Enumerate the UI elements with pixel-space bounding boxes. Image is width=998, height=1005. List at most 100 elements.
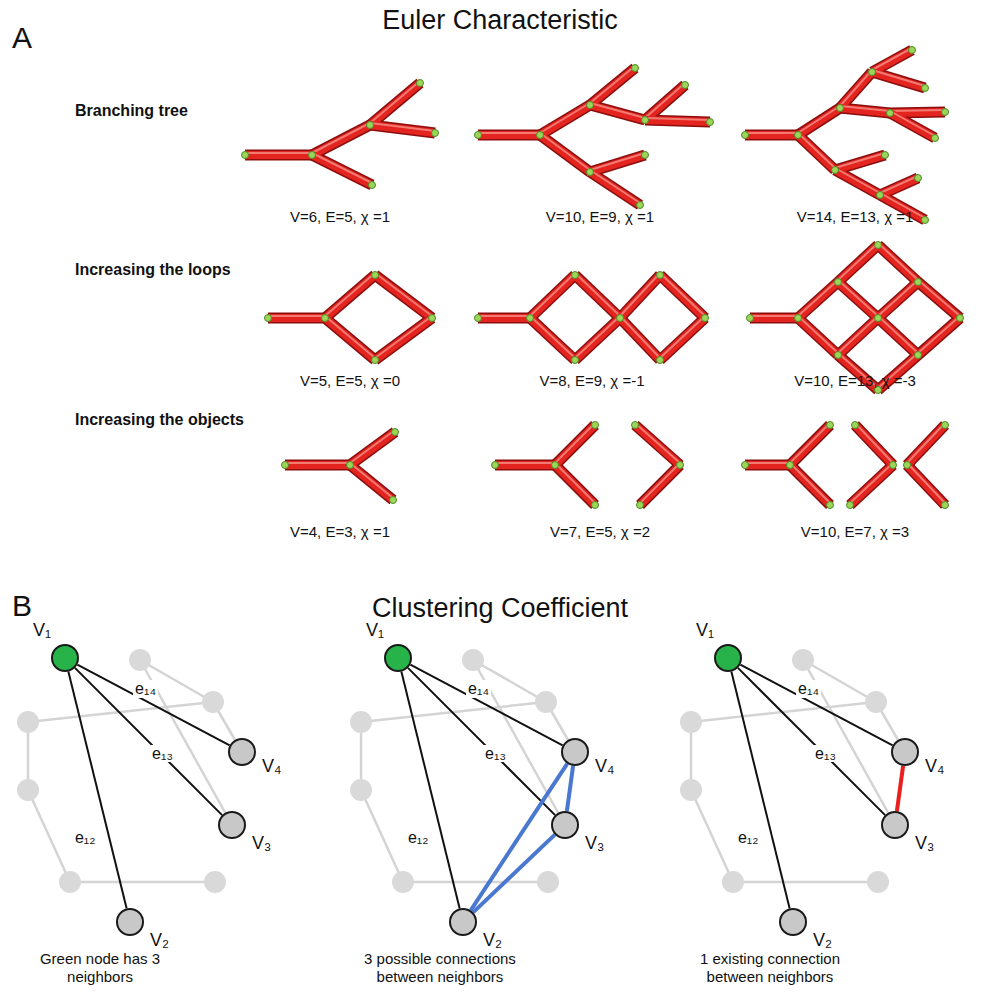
tube-outline bbox=[530, 275, 575, 318]
node-circle bbox=[384, 644, 412, 672]
background-node bbox=[350, 779, 372, 801]
graph-edge bbox=[77, 665, 229, 746]
tube-highlight bbox=[838, 316, 878, 353]
background-node bbox=[722, 871, 744, 893]
vertex-dot bbox=[617, 315, 624, 322]
tube bbox=[555, 425, 595, 465]
tube-outline bbox=[878, 318, 918, 355]
tube bbox=[375, 275, 432, 318]
tube-figure bbox=[742, 47, 949, 224]
tube-outline bbox=[872, 50, 912, 72]
panel-caption: 1 existing connection between neighbors bbox=[670, 950, 870, 986]
tube bbox=[590, 68, 635, 105]
tube-highlight bbox=[878, 243, 918, 280]
tube-highlight bbox=[798, 316, 838, 353]
node-circle bbox=[779, 908, 807, 936]
vertex-dot bbox=[915, 279, 922, 286]
tube-highlight bbox=[590, 153, 645, 170]
tube-outline bbox=[285, 460, 350, 471]
node-disc bbox=[882, 812, 908, 838]
count-caption: V=10, E=13, χ =-3 bbox=[794, 372, 916, 390]
vertex-dot bbox=[657, 357, 664, 364]
tube-outline bbox=[790, 465, 830, 505]
tube-outline bbox=[907, 425, 945, 465]
node-circle bbox=[551, 811, 579, 839]
tube bbox=[878, 245, 918, 282]
tube bbox=[245, 151, 312, 159]
background-node bbox=[204, 871, 226, 893]
row-label: Branching tree bbox=[75, 101, 188, 120]
tube-highlight bbox=[880, 176, 918, 193]
node-label: V₂ bbox=[150, 930, 169, 951]
graph-node: V₁ bbox=[714, 644, 742, 672]
background-node bbox=[59, 871, 81, 893]
tube-highlight bbox=[312, 123, 370, 153]
tube bbox=[660, 275, 705, 318]
panel-caption: Green node has 3 neighbors bbox=[25, 950, 175, 986]
tube-outline bbox=[375, 318, 432, 360]
background-network bbox=[680, 649, 905, 893]
tube-outline bbox=[798, 318, 838, 355]
tube-highlight bbox=[835, 153, 885, 168]
tube-outline bbox=[645, 85, 685, 120]
tube bbox=[890, 112, 945, 113]
vertex-dot bbox=[372, 357, 379, 364]
node-circle bbox=[116, 908, 144, 936]
tube-outline bbox=[478, 130, 540, 141]
tube-outline bbox=[660, 318, 705, 360]
tube-highlight bbox=[555, 423, 595, 463]
background-node bbox=[535, 691, 557, 713]
tube-highlight bbox=[838, 280, 878, 316]
tube-outline bbox=[840, 72, 872, 108]
graph-edge bbox=[401, 672, 459, 909]
tube-highlight bbox=[575, 273, 620, 316]
tube-outline bbox=[750, 313, 798, 324]
node-disc bbox=[52, 645, 78, 671]
tube-highlight bbox=[370, 123, 435, 131]
count-caption: V=5, E=5, χ =0 bbox=[300, 372, 400, 390]
tube-highlight bbox=[350, 463, 393, 498]
tube-highlight bbox=[835, 168, 880, 193]
tube-outline bbox=[375, 275, 432, 318]
vertex-dot bbox=[747, 315, 754, 322]
graph-node: V₂ bbox=[116, 908, 144, 936]
node-disc bbox=[892, 739, 918, 765]
tube bbox=[540, 135, 590, 172]
vertex-dot bbox=[904, 462, 911, 469]
tube-highlight bbox=[798, 106, 840, 133]
vertex-dot bbox=[475, 315, 482, 322]
node-label: V₁ bbox=[33, 620, 51, 641]
node-circle bbox=[218, 811, 246, 839]
edge-label: e₁₂ bbox=[73, 829, 98, 847]
tube-outline bbox=[540, 105, 590, 135]
vertex-dot bbox=[702, 315, 709, 322]
background-node bbox=[202, 691, 224, 713]
edge-label: e₁₃ bbox=[483, 745, 508, 763]
tube bbox=[745, 131, 798, 139]
graph-node: V₃ bbox=[881, 811, 909, 839]
vertex-dot bbox=[827, 422, 834, 429]
vertex-dot bbox=[932, 135, 939, 142]
tube-highlight bbox=[640, 463, 680, 503]
tube-outline bbox=[312, 125, 370, 155]
edge-label: e₁₃ bbox=[813, 745, 838, 763]
panel-letter: A bbox=[12, 20, 32, 56]
tube-outline bbox=[890, 112, 945, 113]
graph-node: V₃ bbox=[218, 811, 246, 839]
tube-figure bbox=[475, 65, 714, 209]
background-network bbox=[350, 649, 575, 893]
tube bbox=[375, 318, 432, 360]
background-node bbox=[680, 779, 702, 801]
tube-highlight bbox=[555, 463, 595, 503]
background-node bbox=[462, 649, 484, 671]
count-caption: V=6, E=5, χ =1 bbox=[290, 208, 390, 226]
vertex-dot bbox=[827, 502, 834, 509]
tube bbox=[325, 318, 375, 360]
node-label: V₄ bbox=[262, 756, 281, 777]
node-disc bbox=[562, 739, 588, 765]
tube bbox=[478, 314, 530, 322]
tube-highlight bbox=[325, 316, 375, 358]
vertex-dot bbox=[390, 497, 397, 504]
vertex-dot bbox=[957, 315, 964, 322]
vertex-dot bbox=[875, 315, 882, 322]
